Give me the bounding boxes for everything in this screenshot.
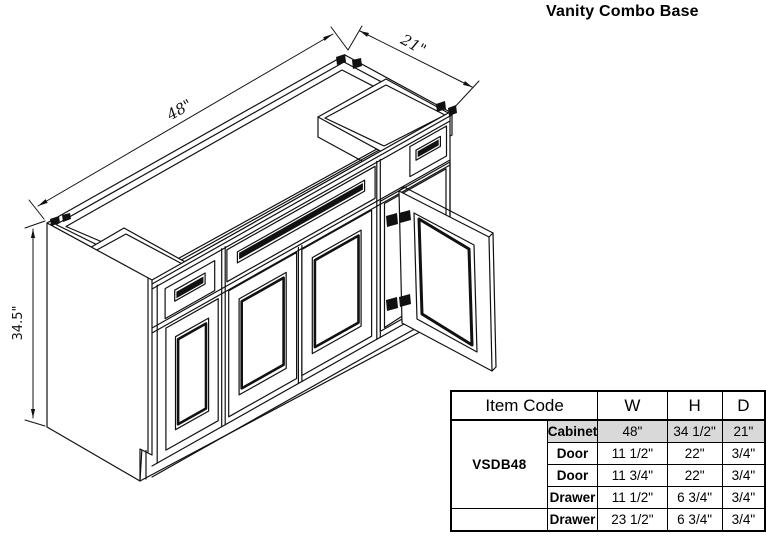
drawer2-w: 23 1/2" <box>597 508 668 532</box>
door-middle-left <box>228 251 298 418</box>
cabinet-h: 34 1/2" <box>666 419 723 443</box>
door1-w: 11 1/2" <box>597 442 668 465</box>
dimension-width <box>28 26 349 220</box>
cabinet-w: 48" <box>597 419 668 443</box>
header-item-code: Item Code <box>450 390 599 421</box>
drawer1-w: 11 1/2" <box>597 486 668 509</box>
door2-w: 11 3/4" <box>597 464 668 487</box>
table-row-cabinet: VSDB48 Cabinet 48" 34 1/2" 21" <box>450 419 766 509</box>
dimension-height <box>24 220 46 427</box>
part-label: Cabinet <box>546 419 599 443</box>
drawer2-d: 3/4" <box>721 508 766 532</box>
page-title: Vanity Combo Base <box>546 3 699 20</box>
table-row-drawer-2: Drawer 23 1/2" 6 3/4" 3/4" <box>450 508 766 532</box>
spec-table-header-row: Item Code W H D <box>450 390 766 421</box>
part-label: Door <box>546 442 599 465</box>
part-label: Drawer <box>546 486 599 509</box>
drawer2-h: 6 3/4" <box>666 508 723 532</box>
door-left <box>165 298 219 451</box>
header-w: W <box>597 390 668 421</box>
hinge-plate-icon-left-corner <box>50 213 71 226</box>
table-row-door-1: Door 11 1/2" 22" 3/4" <box>451 442 766 465</box>
drawer-front-left <box>164 260 216 320</box>
door2-h: 22" <box>666 464 723 487</box>
drawer1-h: 6 3/4" <box>666 486 723 509</box>
dim-width-label: 48" <box>163 95 195 124</box>
open-door <box>398 186 497 372</box>
hinge-plate-icon-back-corner <box>336 54 362 69</box>
door-middle-right <box>301 209 373 377</box>
spec-table: Item Code W H D VSDB48 Cabinet 48" 34 1/… <box>450 390 766 532</box>
left-side-panel <box>46 222 153 482</box>
drawer-front-middle <box>226 165 376 283</box>
empty-cell <box>450 508 548 532</box>
part-label: Drawer <box>546 508 599 532</box>
drawer-front-right <box>409 125 448 178</box>
table-row-drawer-1: Drawer 11 1/2" 6 3/4" 3/4" <box>451 486 766 509</box>
header-d: D <box>721 390 766 421</box>
header-h: H <box>666 390 723 421</box>
dim-depth-label: 21" <box>397 30 429 59</box>
dim-height-label: 34.5" <box>11 306 26 341</box>
door2-d: 3/4" <box>721 464 766 487</box>
door1-d: 3/4" <box>721 442 766 465</box>
door-hinge-icon-top <box>386 210 411 227</box>
door1-h: 22" <box>666 442 723 465</box>
table-row-door-2: Door 11 3/4" 22" 3/4" <box>451 464 766 487</box>
part-label: Door <box>546 464 599 487</box>
item-code-cell: VSDB48 <box>450 419 548 509</box>
cabinet-d: 21" <box>721 419 766 443</box>
dimension-depth <box>347 25 480 111</box>
drawer1-d: 3/4" <box>721 486 766 509</box>
door-hinge-icon-bottom <box>386 294 411 311</box>
